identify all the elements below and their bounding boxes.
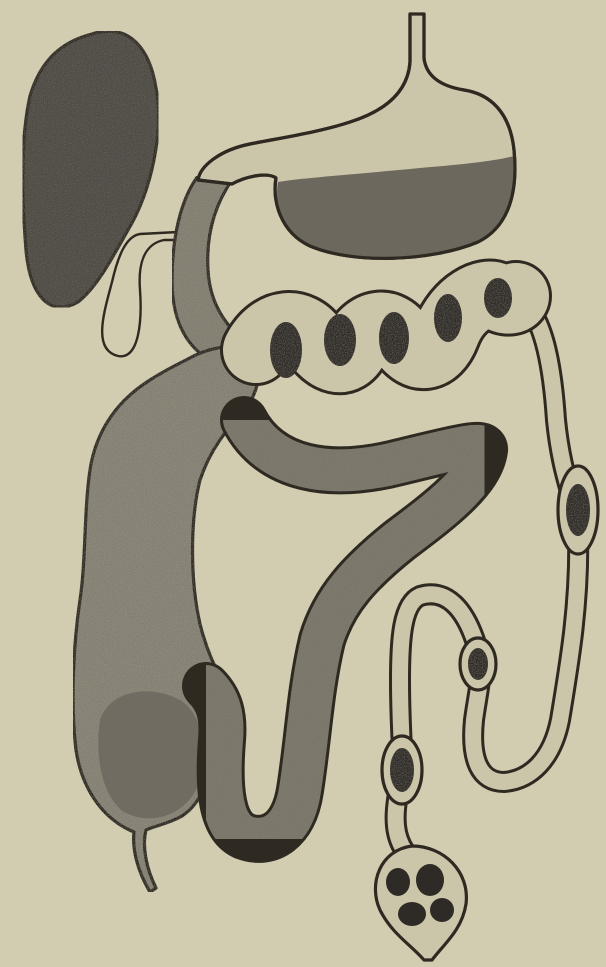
bolus-2 xyxy=(324,314,356,366)
terminal-bolus-3 xyxy=(398,902,426,926)
bolus-1 xyxy=(270,322,302,378)
lower-swelling-bolus xyxy=(390,748,414,792)
large-sac-dark xyxy=(98,691,203,818)
terminal-bolus-2 xyxy=(416,864,444,896)
right-swelling-bolus xyxy=(566,484,590,536)
bolus-3 xyxy=(379,312,409,364)
small-swelling-bolus xyxy=(468,648,488,680)
terminal-bolus-1 xyxy=(386,868,410,896)
bolus-5 xyxy=(484,278,512,318)
terminal-bulb xyxy=(375,846,466,960)
beaded-segment xyxy=(256,278,516,378)
dark-organ xyxy=(23,31,159,307)
winding-tube-lumen xyxy=(206,420,484,839)
terminal-bolus-4 xyxy=(430,898,454,922)
bolus-4 xyxy=(434,294,462,342)
